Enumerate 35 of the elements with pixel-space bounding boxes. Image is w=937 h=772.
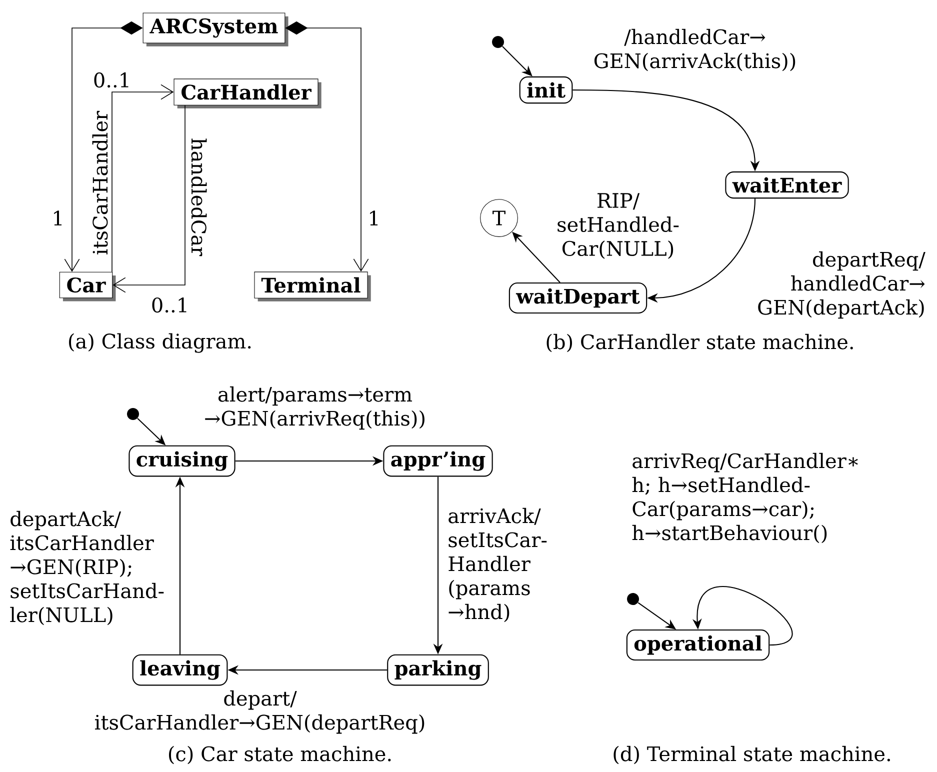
- caption: (c) Car state machine.: [169, 746, 391, 764]
- edge-label: arrivReq/CarHandler∗ h; h→setHandled- Car(params→car); h→startBehaviour(): [632, 452, 858, 544]
- edge-label: /handledCar→ GEN(arrivAck(this)): [594, 28, 796, 72]
- multiplicity-label: 0..1: [94, 72, 128, 88]
- edge-label: alert/params→term →GEN(arrivReq(this)): [205, 386, 424, 430]
- edge-label: depart/ itsCarHandler→GEN(departReq): [95, 690, 424, 734]
- edge-label: 1: [54, 210, 62, 226]
- class-box: Car: [59, 272, 116, 302]
- arrow: [112, 104, 186, 293]
- multiplicity-label: 0..1: [152, 297, 186, 313]
- edge-label: departAck/ itsCarHandler →GEN(RIP); setItsCarHand- ler(NULL): [10, 510, 164, 626]
- initial-state-dot: [127, 408, 139, 420]
- edge-label: itsCarHandler: [92, 110, 108, 254]
- state-box: cruising: [128, 445, 236, 477]
- state-box: init: [519, 76, 573, 104]
- edge-label: departReq/ handledCar→ GEN(departAck): [758, 251, 926, 319]
- edge-label: RIP/ setHandled- Car(NULL): [558, 193, 679, 259]
- edge-label: handledCar: [191, 138, 207, 256]
- initial-state-dot: [492, 36, 504, 48]
- state-box: waitDepart: [508, 282, 648, 314]
- class-box: CarHandler: [174, 78, 322, 108]
- class-box: Terminal: [254, 272, 371, 302]
- state-box: waitEnter: [725, 171, 849, 199]
- arrow: [112, 84, 174, 272]
- class-box: ARCSystem: [142, 12, 288, 46]
- state-box: appr’ing: [383, 445, 493, 477]
- edge-label: 1: [370, 210, 378, 226]
- caption: (b) CarHandler state machine.: [546, 334, 853, 352]
- caption: (a) Class diagram.: [69, 333, 251, 353]
- edge-label: arrivAck/ setItsCar- Handler (params →hnd): [448, 508, 547, 622]
- initial-state-dot: [627, 593, 639, 605]
- state-box: operational: [626, 629, 770, 661]
- caption: (d) Terminal state machine.: [614, 746, 890, 764]
- state-box: leaving: [132, 654, 228, 686]
- state-box: parking: [387, 654, 489, 686]
